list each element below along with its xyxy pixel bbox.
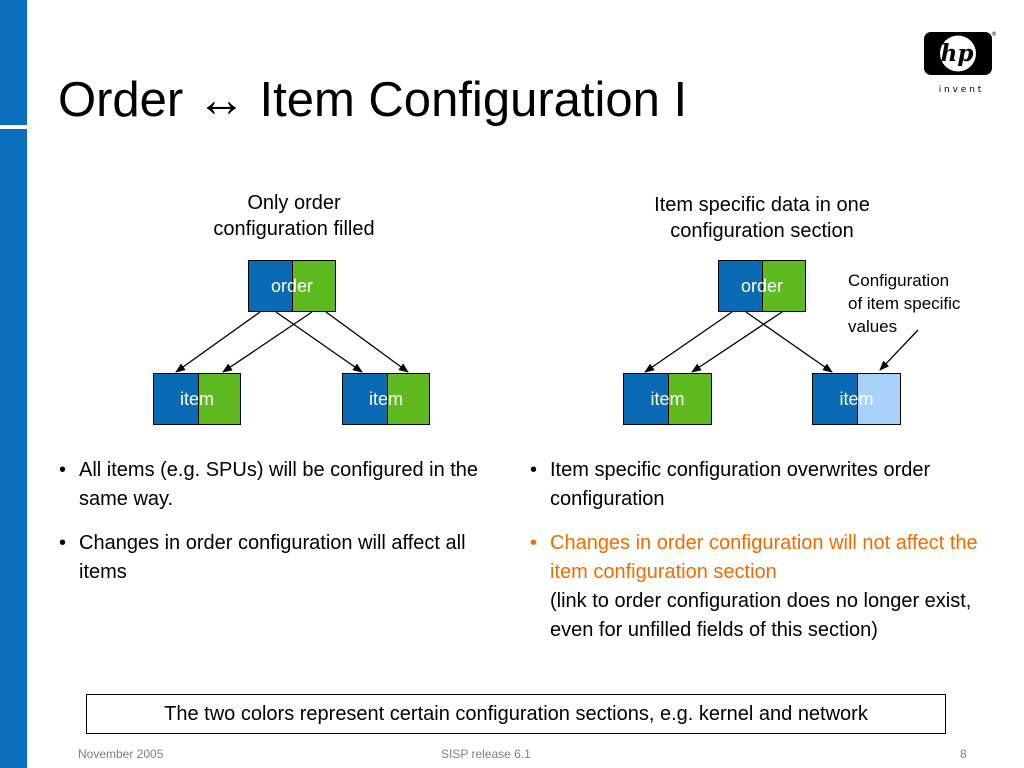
title-order: Order [58, 73, 184, 127]
left-item-box-2: item [342, 373, 430, 425]
right-bullet-2-highlight: Changes in order configuration will not … [550, 532, 978, 583]
left-caption-line-1: Only order [247, 192, 341, 214]
left-item-2-label: item [368, 389, 403, 409]
right-item-box-1: item [623, 373, 712, 425]
right-item-2-label: item [839, 389, 874, 409]
left-arrow-order-to-item2-b [325, 311, 409, 373]
footer-page-number: 8 [960, 747, 967, 761]
note-line-3: values [848, 317, 898, 336]
left-bullet-2: Changes in order configuration will affe… [57, 529, 507, 587]
left-diagram-caption: Only order configuration filled [180, 190, 408, 242]
left-bullet-list: All items (e.g. SPUs) will be configured… [57, 456, 507, 602]
logo-tagline: i n v e n t [939, 85, 982, 95]
colors-explanation-box: The two colors represent certain configu… [86, 694, 946, 734]
logo-brand: hp [941, 40, 974, 67]
left-item-box-1: item [153, 373, 241, 425]
bidirectional-arrow-icon: ↔ [196, 73, 246, 127]
right-diagram-caption: Item specific data in one configuration … [612, 192, 912, 244]
note-line-2: of item specific [848, 294, 961, 313]
footer-date: November 2005 [78, 747, 164, 761]
logo-registered: ® [991, 31, 997, 38]
right-arrow-order-to-item1-b [691, 311, 783, 373]
slide-title: Order ↔ Item Configuration I [58, 76, 687, 125]
right-order-label: order [740, 276, 784, 296]
right-caption-line-1: Item specific data in one [654, 194, 870, 216]
left-caption-line-2: configuration filled [213, 218, 375, 240]
left-order-box: order [248, 260, 336, 312]
left-arrow-order-to-item1 [175, 311, 261, 373]
right-item-1-label: item [650, 389, 685, 409]
hp-invent-logo-icon: hp ® i n v e n t [924, 31, 997, 95]
title-item-configuration: Item Configuration I [259, 73, 688, 127]
left-order-label: order [270, 276, 314, 296]
right-order-box: order [718, 260, 806, 312]
right-item-box-2: item [812, 373, 901, 425]
note-line-1: Configuration [848, 271, 950, 290]
left-arrow-order-to-item2 [275, 311, 363, 373]
left-bullet-1: All items (e.g. SPUs) will be configured… [57, 456, 507, 514]
right-bullet-2: Changes in order configuration will not … [528, 529, 978, 645]
footer-release: SISP release 6.1 [441, 747, 531, 761]
right-bullet-2-detail: (link to order configuration does no lon… [550, 590, 972, 641]
accent-bar-divider [0, 125, 27, 129]
right-arrow-order-to-item2 [745, 311, 833, 373]
right-bullet-1: Item specific configuration overwrites o… [528, 456, 978, 514]
item-specific-note: Configuration of item specific values [848, 269, 960, 338]
right-caption-line-2: configuration section [670, 220, 854, 242]
left-arrow-order-to-item1-b [222, 311, 313, 373]
left-accent-bar [0, 0, 27, 768]
right-arrow-order-to-item1 [644, 311, 733, 373]
left-item-1-label: item [179, 389, 214, 409]
right-bullet-list: Item specific configuration overwrites o… [528, 456, 978, 660]
